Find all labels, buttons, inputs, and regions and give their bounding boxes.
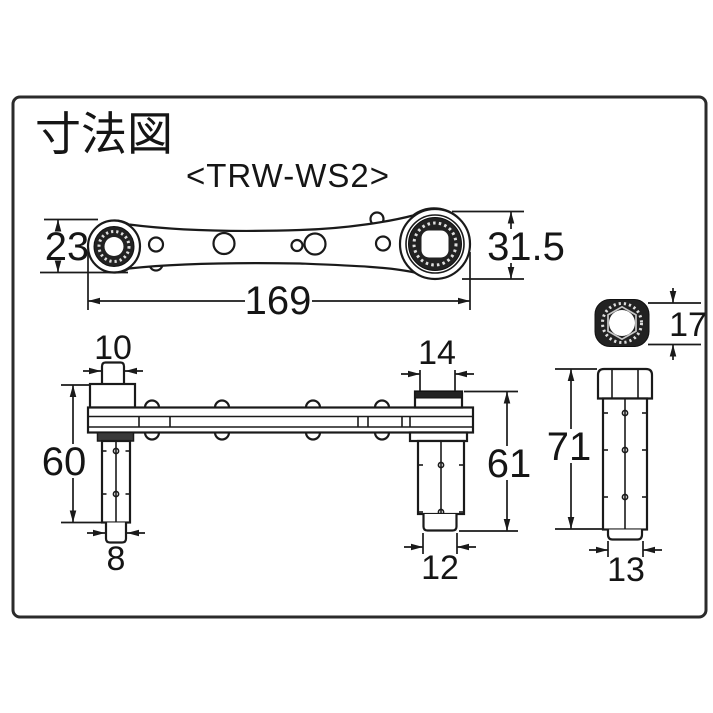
right-head-inner-outline xyxy=(405,214,465,274)
dim-left-bit-width: 8 xyxy=(87,529,145,578)
right-bit-tip xyxy=(422,514,458,532)
dim-overall-length: 169 xyxy=(87,252,471,323)
adapter-hex-head xyxy=(596,367,654,400)
hole xyxy=(212,231,236,256)
left-top-drive-block xyxy=(88,382,137,409)
bar-detail-ticks xyxy=(138,416,411,427)
dim-left-drop-height: 60 xyxy=(42,384,101,524)
dim-right-head-width: 31.5 xyxy=(452,210,565,280)
svg-text:23: 23 xyxy=(45,225,90,269)
drawing-border xyxy=(11,95,708,619)
edge-bumps xyxy=(143,399,391,441)
svg-text:12: 12 xyxy=(421,549,459,587)
body-holes xyxy=(147,231,392,256)
front-view: 10 60 8 14 61 xyxy=(42,329,532,587)
svg-text:31.5: 31.5 xyxy=(487,225,565,269)
svg-text:169: 169 xyxy=(245,279,312,323)
dim-right-bit-width: 12 xyxy=(404,533,476,587)
left-bit-tip xyxy=(104,522,128,544)
bit-adapter-side-view: 71 13 xyxy=(547,367,662,589)
left-head-hole xyxy=(104,237,124,256)
hex-hole-outline xyxy=(607,305,637,341)
left-ratchet-head xyxy=(86,219,142,274)
dim-adapter-length: 71 xyxy=(547,368,602,530)
left-bit-shaft xyxy=(100,439,132,544)
svg-text:10: 10 xyxy=(94,329,132,367)
socket-end-detail: 17 xyxy=(594,288,707,360)
page-title: 寸法図 xyxy=(35,108,173,160)
adapter-shaft xyxy=(601,397,649,541)
svg-text:14: 14 xyxy=(418,334,456,372)
svg-text:8: 8 xyxy=(107,540,126,578)
hole xyxy=(303,232,327,256)
svg-text:13: 13 xyxy=(607,551,645,589)
hole xyxy=(374,235,392,252)
svg-text:60: 60 xyxy=(42,440,87,484)
right-ratchet-head xyxy=(398,207,472,281)
dim-across-flats: 17 xyxy=(648,288,707,360)
right-head-square-hole xyxy=(421,230,449,258)
svg-text:71: 71 xyxy=(547,425,592,469)
left-top-bit-stud xyxy=(100,361,126,386)
wrench-bar xyxy=(86,406,475,434)
top-view: 23 31.5 169 xyxy=(40,207,565,323)
hole xyxy=(147,236,165,253)
right-head-serrations xyxy=(412,221,458,267)
dim-right-drop-height: 61 xyxy=(459,390,532,532)
right-bit-shaft xyxy=(416,439,466,532)
hole xyxy=(290,238,304,253)
right-top-drive-band xyxy=(414,391,463,399)
dim-right-drive-width: 14 xyxy=(401,334,474,391)
socket-serrations xyxy=(601,302,643,344)
dim-adapter-width: 13 xyxy=(589,541,662,589)
left-collar xyxy=(96,431,135,442)
socket-bore xyxy=(609,310,635,336)
adapter-tip xyxy=(606,529,644,541)
model-label: <TRW-WS2> xyxy=(186,157,390,194)
dim-left-head-width: 23 xyxy=(40,218,128,274)
left-head-serrations xyxy=(97,230,131,263)
svg-text:17: 17 xyxy=(669,306,707,344)
svg-text:61: 61 xyxy=(487,442,532,486)
dim-left-drive-width: 10 xyxy=(83,329,143,375)
right-collar xyxy=(408,431,469,443)
